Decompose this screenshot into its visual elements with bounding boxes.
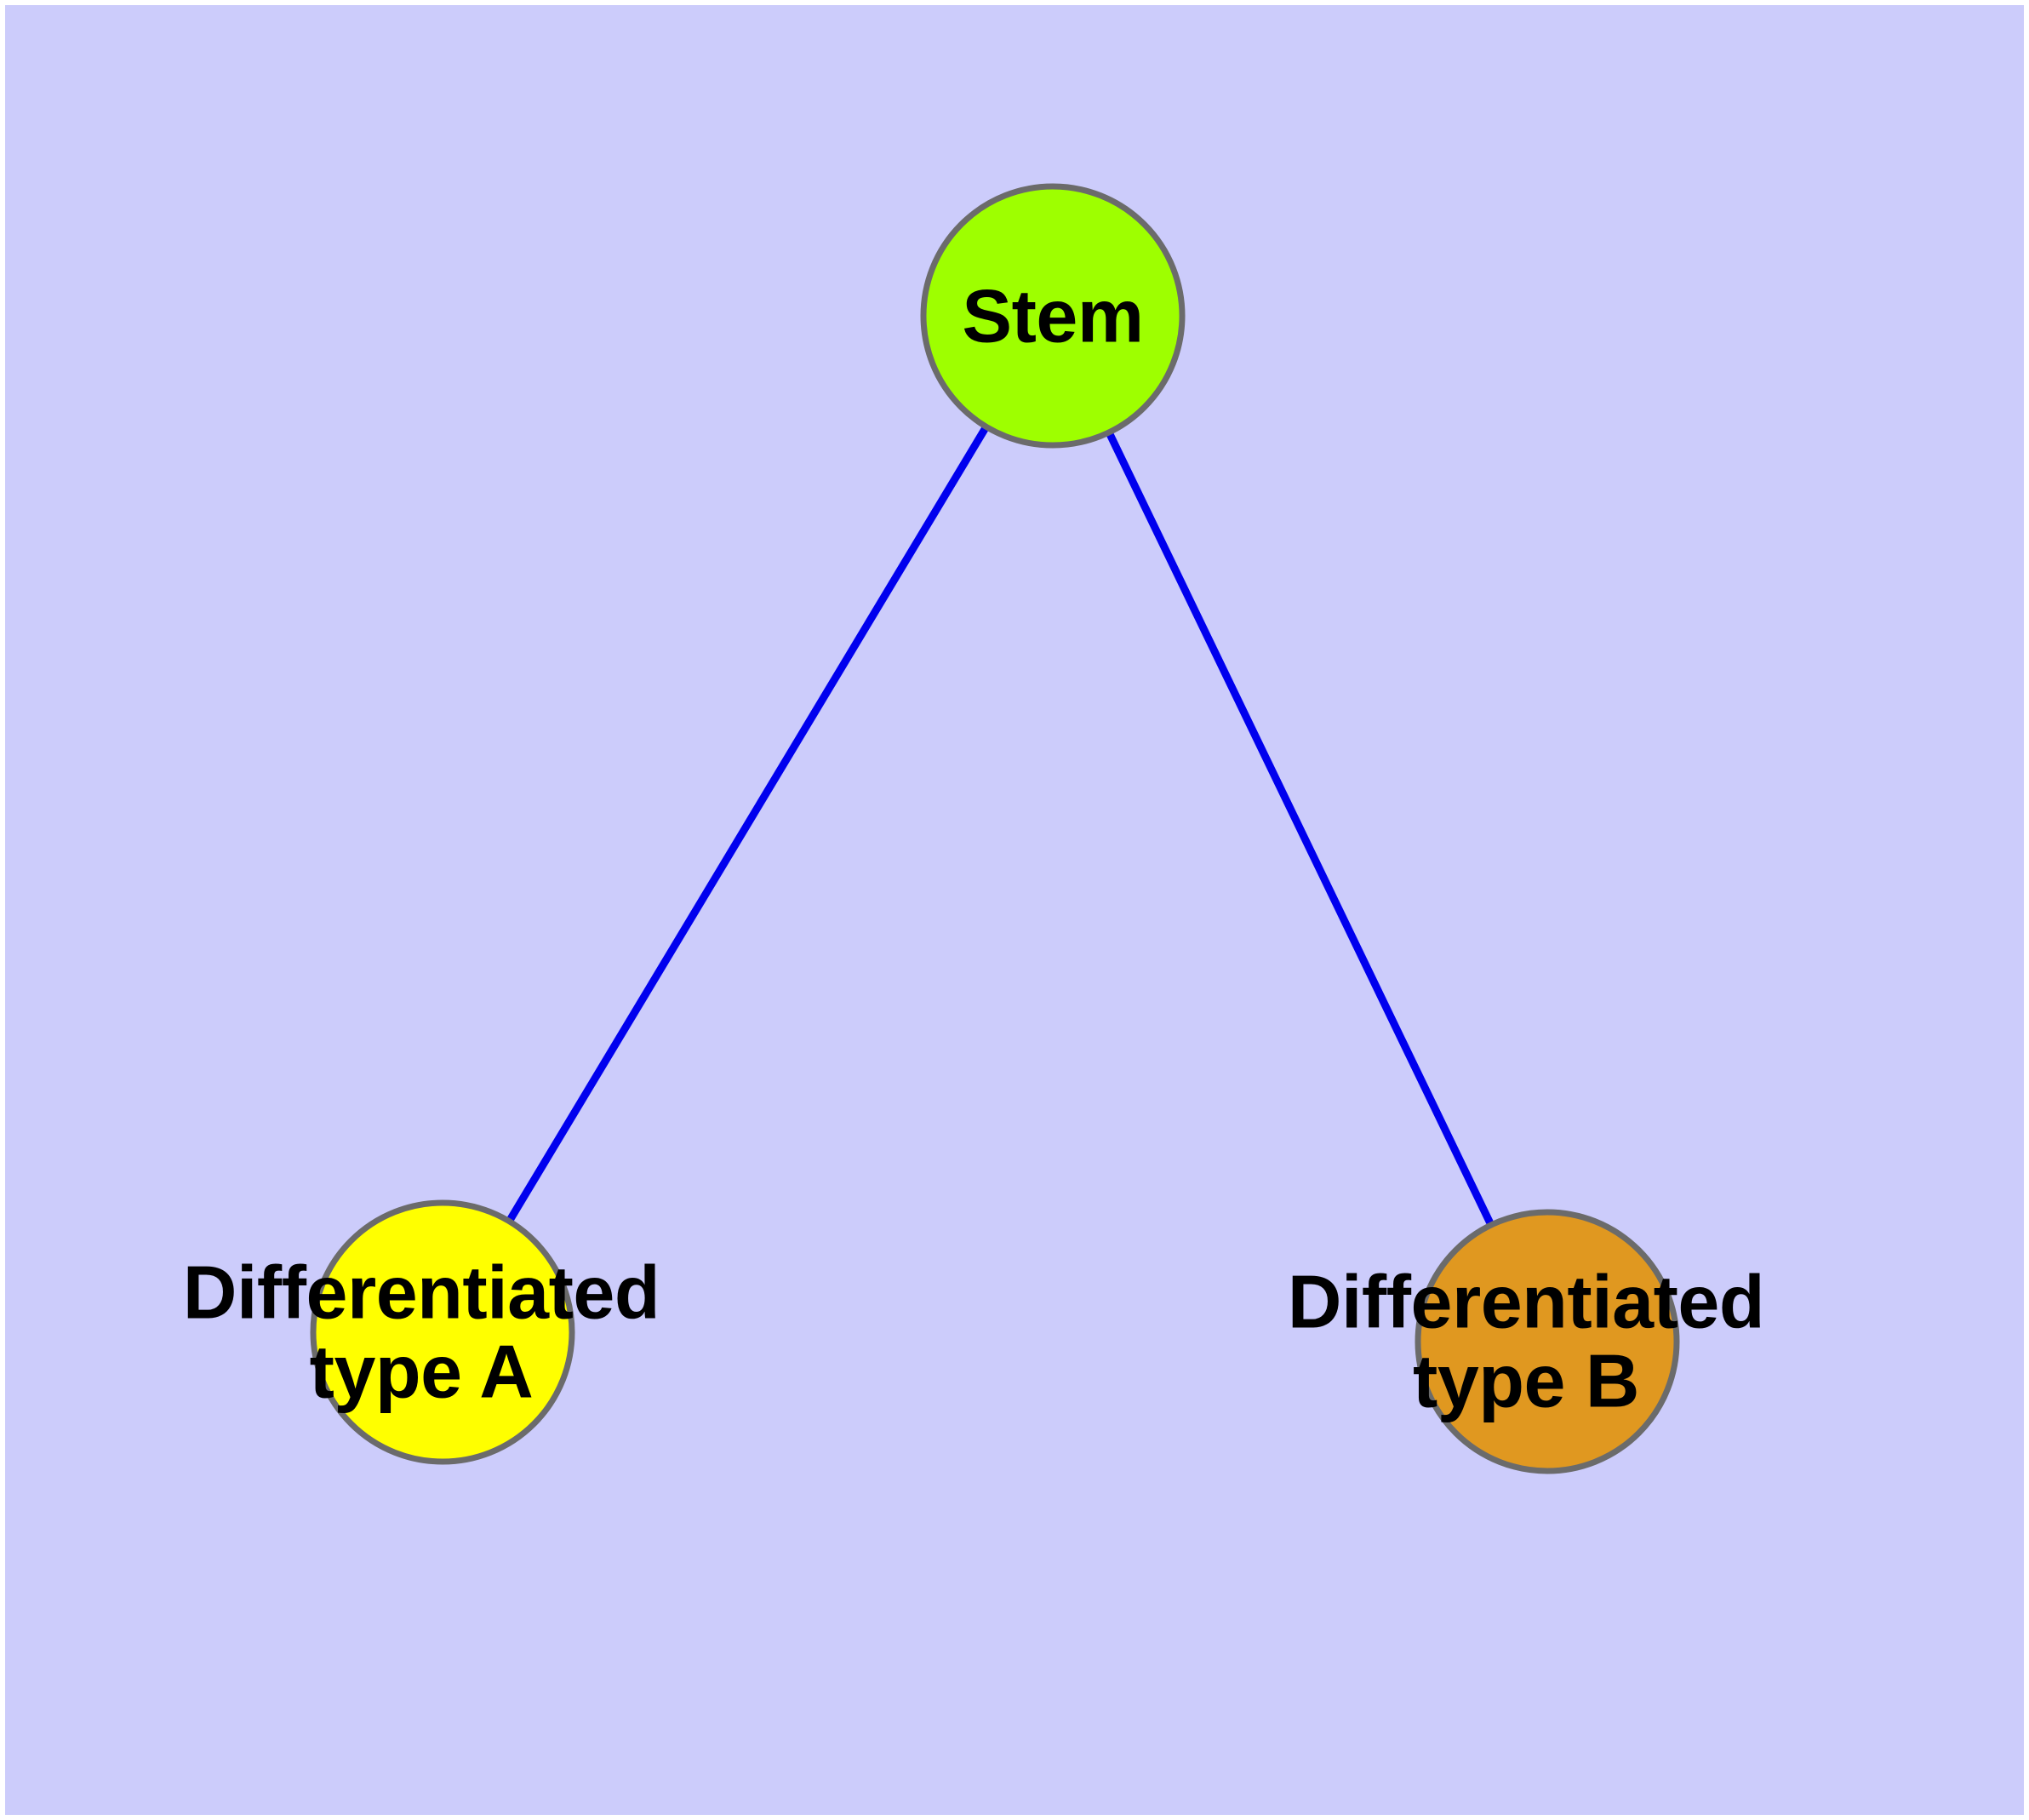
- node-layer: [310, 183, 1680, 1474]
- edge-layer: [439, 313, 1552, 1343]
- node-differentiated-type-a[interactable]: [310, 1199, 575, 1465]
- edge-stem-to-differentiated-type-a: [439, 313, 1056, 1335]
- edge-stem-to-differentiated-type-b: [1049, 314, 1552, 1343]
- node-differentiated-type-b[interactable]: [1415, 1209, 1680, 1474]
- node-stem[interactable]: [920, 183, 1186, 449]
